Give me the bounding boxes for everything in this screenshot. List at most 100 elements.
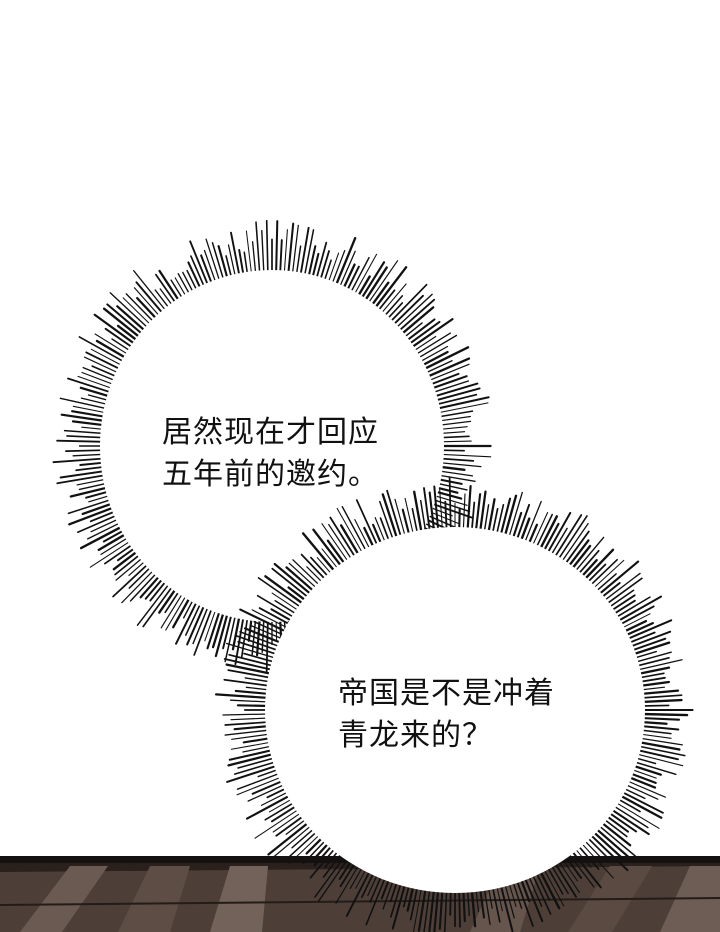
- burst-line: [319, 250, 330, 283]
- speech-2-line-2: 青龙来的？: [338, 718, 493, 753]
- burst-line: [240, 615, 249, 659]
- burst-line: [588, 558, 619, 588]
- burst-line: [165, 593, 188, 631]
- burst-lines-1: [52, 219, 492, 673]
- burst-line: [214, 610, 230, 658]
- burst-line: [253, 620, 287, 637]
- burst-line: [634, 753, 684, 767]
- burst-line: [462, 887, 466, 923]
- burst-line: [423, 886, 431, 932]
- burst-line: [349, 865, 364, 890]
- burst-line: [177, 273, 192, 297]
- burst-line: [60, 413, 107, 423]
- burst-line: [499, 497, 512, 538]
- burst-line: [154, 289, 171, 310]
- burst-line: [89, 539, 133, 568]
- burst-line: [79, 386, 113, 398]
- burst-line: [611, 804, 649, 829]
- burst-line: [175, 599, 199, 645]
- burst-line: [65, 449, 105, 452]
- burst-line: [573, 846, 592, 868]
- burst-line: [231, 613, 241, 651]
- burst-line: [591, 829, 625, 860]
- burst-line: [436, 402, 489, 414]
- burst-line: [602, 572, 641, 603]
- burst-line: [538, 868, 561, 910]
- burst-line: [621, 619, 648, 634]
- burst-line: [491, 884, 501, 923]
- burst-line: [192, 604, 210, 645]
- burst-line: [67, 498, 113, 515]
- burst-line: [597, 823, 637, 858]
- burst-line: [545, 511, 572, 556]
- burst-line: [239, 631, 282, 648]
- burst-line: [433, 387, 481, 402]
- burst-line: [567, 851, 595, 888]
- burst-line: [67, 377, 114, 394]
- burst-line: [607, 589, 635, 609]
- burst-line: [433, 485, 440, 533]
- burst-line: [229, 699, 270, 703]
- burst-line: [78, 336, 127, 364]
- burst-line: [136, 581, 171, 626]
- burst-line: [382, 295, 404, 319]
- burst-line: [470, 887, 477, 928]
- burst-line: [90, 517, 121, 533]
- burst-line: [292, 559, 322, 587]
- burst-line: [431, 380, 469, 394]
- burst-line: [511, 511, 523, 541]
- burst-line: [158, 269, 182, 304]
- burst-line: [265, 617, 269, 673]
- burst-line: [414, 332, 452, 356]
- burst-line: [617, 605, 655, 627]
- burst-line: [288, 562, 319, 590]
- burst-line: [129, 571, 159, 602]
- burst-line: [247, 783, 287, 802]
- burst-line: [423, 487, 431, 534]
- burst-line: [56, 439, 105, 443]
- burst-line: [434, 393, 478, 406]
- burst-line: [155, 273, 178, 306]
- burst-line: [553, 860, 577, 898]
- burst-line: [273, 562, 314, 597]
- burst-line: [227, 669, 273, 679]
- burst-line: [334, 236, 357, 288]
- burst-line: [288, 833, 322, 865]
- burst-line: [628, 630, 672, 649]
- burst-line: [354, 519, 372, 552]
- burst-line: [89, 509, 118, 523]
- burst-line: [491, 507, 499, 536]
- burst-line: [428, 491, 436, 534]
- burst-line: [560, 522, 589, 564]
- burst-line: [91, 365, 119, 379]
- burst-line: [224, 613, 237, 663]
- burst-line: [593, 826, 636, 864]
- burst-line: [172, 595, 192, 629]
- burst-line: [339, 860, 357, 888]
- burst-line: [85, 490, 111, 499]
- burst-line: [639, 716, 681, 721]
- burst-line: [566, 539, 590, 569]
- burst-line: [412, 885, 423, 932]
- burst-line: [121, 568, 156, 604]
- burst-line: [570, 848, 602, 889]
- burst-line: [458, 888, 461, 928]
- burst-line: [200, 254, 214, 287]
- burst-line: [386, 489, 403, 540]
- burst-line: [434, 396, 490, 410]
- burst-line: [230, 231, 241, 279]
- burst-line: [231, 733, 272, 740]
- burst-line: [604, 577, 643, 606]
- burst-line: [122, 297, 153, 327]
- burst-line: [225, 663, 274, 676]
- burst-line: [466, 485, 472, 533]
- burst-line: [579, 841, 614, 879]
- burst-line: [382, 878, 395, 910]
- burst-line: [404, 318, 436, 343]
- burst-line: [604, 814, 630, 833]
- burst-line: [80, 397, 110, 406]
- burst-line: [542, 867, 565, 907]
- burst-line: [507, 880, 517, 907]
- burst-line: [404, 497, 415, 537]
